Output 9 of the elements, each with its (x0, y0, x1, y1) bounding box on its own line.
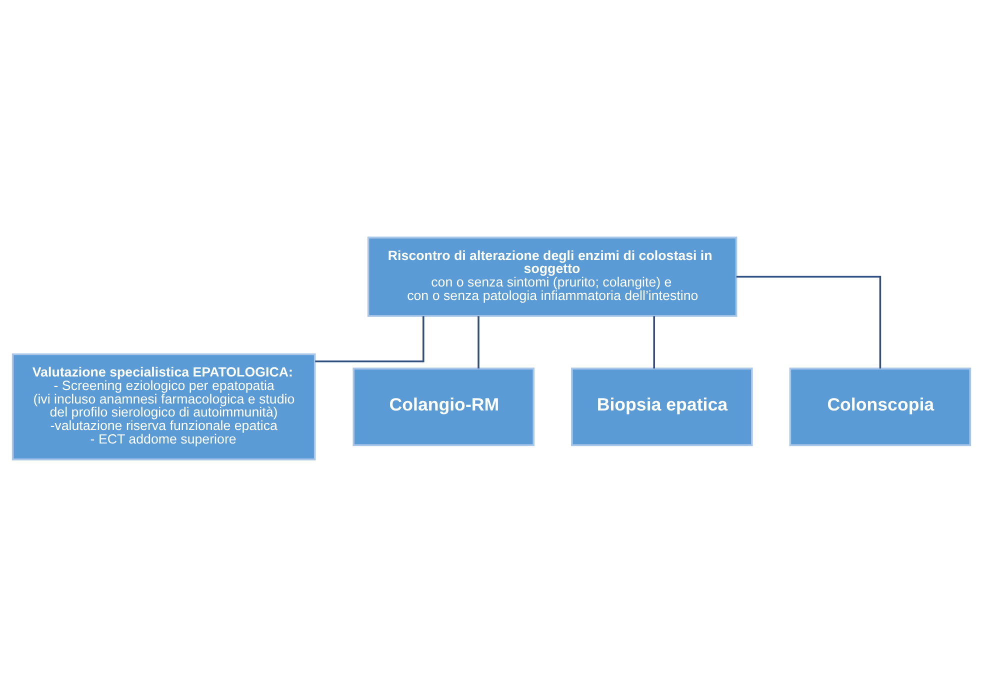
connector (653, 316, 655, 368)
node-box: Colonscopia (789, 368, 972, 446)
connector (736, 276, 882, 369)
node-box: Biopsia epatica (571, 368, 753, 446)
node-box: Valutazione specialistica EPATOLOGICA: - Screening eziologico per epatopatia (ivi incluso anamnesi farmacologica e studio del profilo sierologico di autoimmunità) -valutazione riserva funzionale epatica - ECT addome superiore (12, 353, 316, 460)
node-box: Riscontro di alterazione degli enzimi di colostasi in soggetto con o senza sintomi (prurito; colangite) e con o senza patologia infiammatoria dell’intestino (367, 236, 738, 317)
connector (315, 316, 424, 362)
node-box: Colangio-RM (352, 368, 534, 446)
connector (478, 316, 480, 368)
